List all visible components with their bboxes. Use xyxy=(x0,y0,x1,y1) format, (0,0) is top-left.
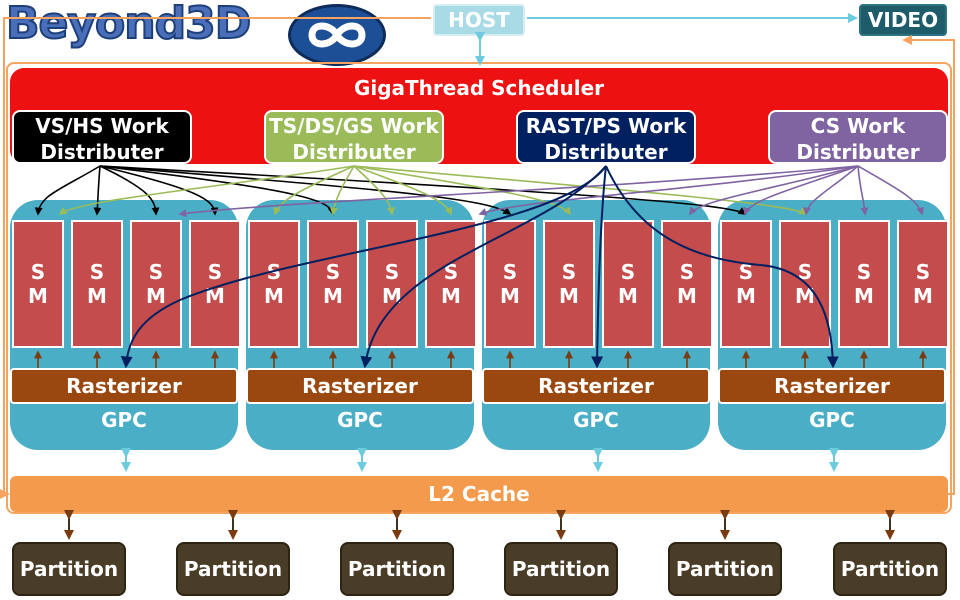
rasterizer: Rasterizer xyxy=(482,368,710,404)
gpc-label: GPC xyxy=(573,408,619,432)
memory-partition: Partition xyxy=(340,542,454,596)
memory-partition: Partition xyxy=(833,542,947,596)
memory-partition: Partition xyxy=(668,542,782,596)
memory-partition: Partition xyxy=(504,542,618,596)
rasterizer: Rasterizer xyxy=(246,368,474,404)
cs-work-distributer: CS Work Distributer xyxy=(768,110,948,164)
distributer-label-line2: Distributer xyxy=(544,140,668,164)
distributer-label-line1: CS Work xyxy=(810,114,906,138)
host-box: HOST xyxy=(433,4,525,36)
gpc-label: GPC xyxy=(809,408,855,432)
vs-hs-work-distributer: VS/HS Work Distributer xyxy=(12,110,192,164)
distributer-label-line2: Distributer xyxy=(292,140,416,164)
distributer-label-line1: VS/HS Work xyxy=(35,114,169,138)
video-box: VIDEO xyxy=(859,4,947,36)
ts-ds-gs-work-distributer: TS/DS/GS Work Distributer xyxy=(264,110,444,164)
rast-ps-work-distributer: RAST/PS Work Distributer xyxy=(516,110,696,164)
gigathread-scheduler-label: GigaThread Scheduler xyxy=(353,76,605,100)
distributer-label-line1: TS/DS/GS Work xyxy=(269,114,439,138)
distributer-label-line2: Distributer xyxy=(796,140,920,164)
memory-partition: Partition xyxy=(12,542,126,596)
distributer-label-line1: RAST/PS Work xyxy=(525,114,687,138)
memory-partition: Partition xyxy=(176,542,290,596)
distributer-label-line2: Distributer xyxy=(40,140,164,164)
gpc-label: GPC xyxy=(101,408,147,432)
gpc-label: GPC xyxy=(337,408,383,432)
rasterizer: Rasterizer xyxy=(718,368,946,404)
rasterizer: Rasterizer xyxy=(10,368,238,404)
beyond3d-logo-text: Beyond3D xyxy=(5,0,252,49)
beyond3d-logo-icon xyxy=(288,4,386,66)
l2-cache: L2 Cache xyxy=(10,476,948,512)
